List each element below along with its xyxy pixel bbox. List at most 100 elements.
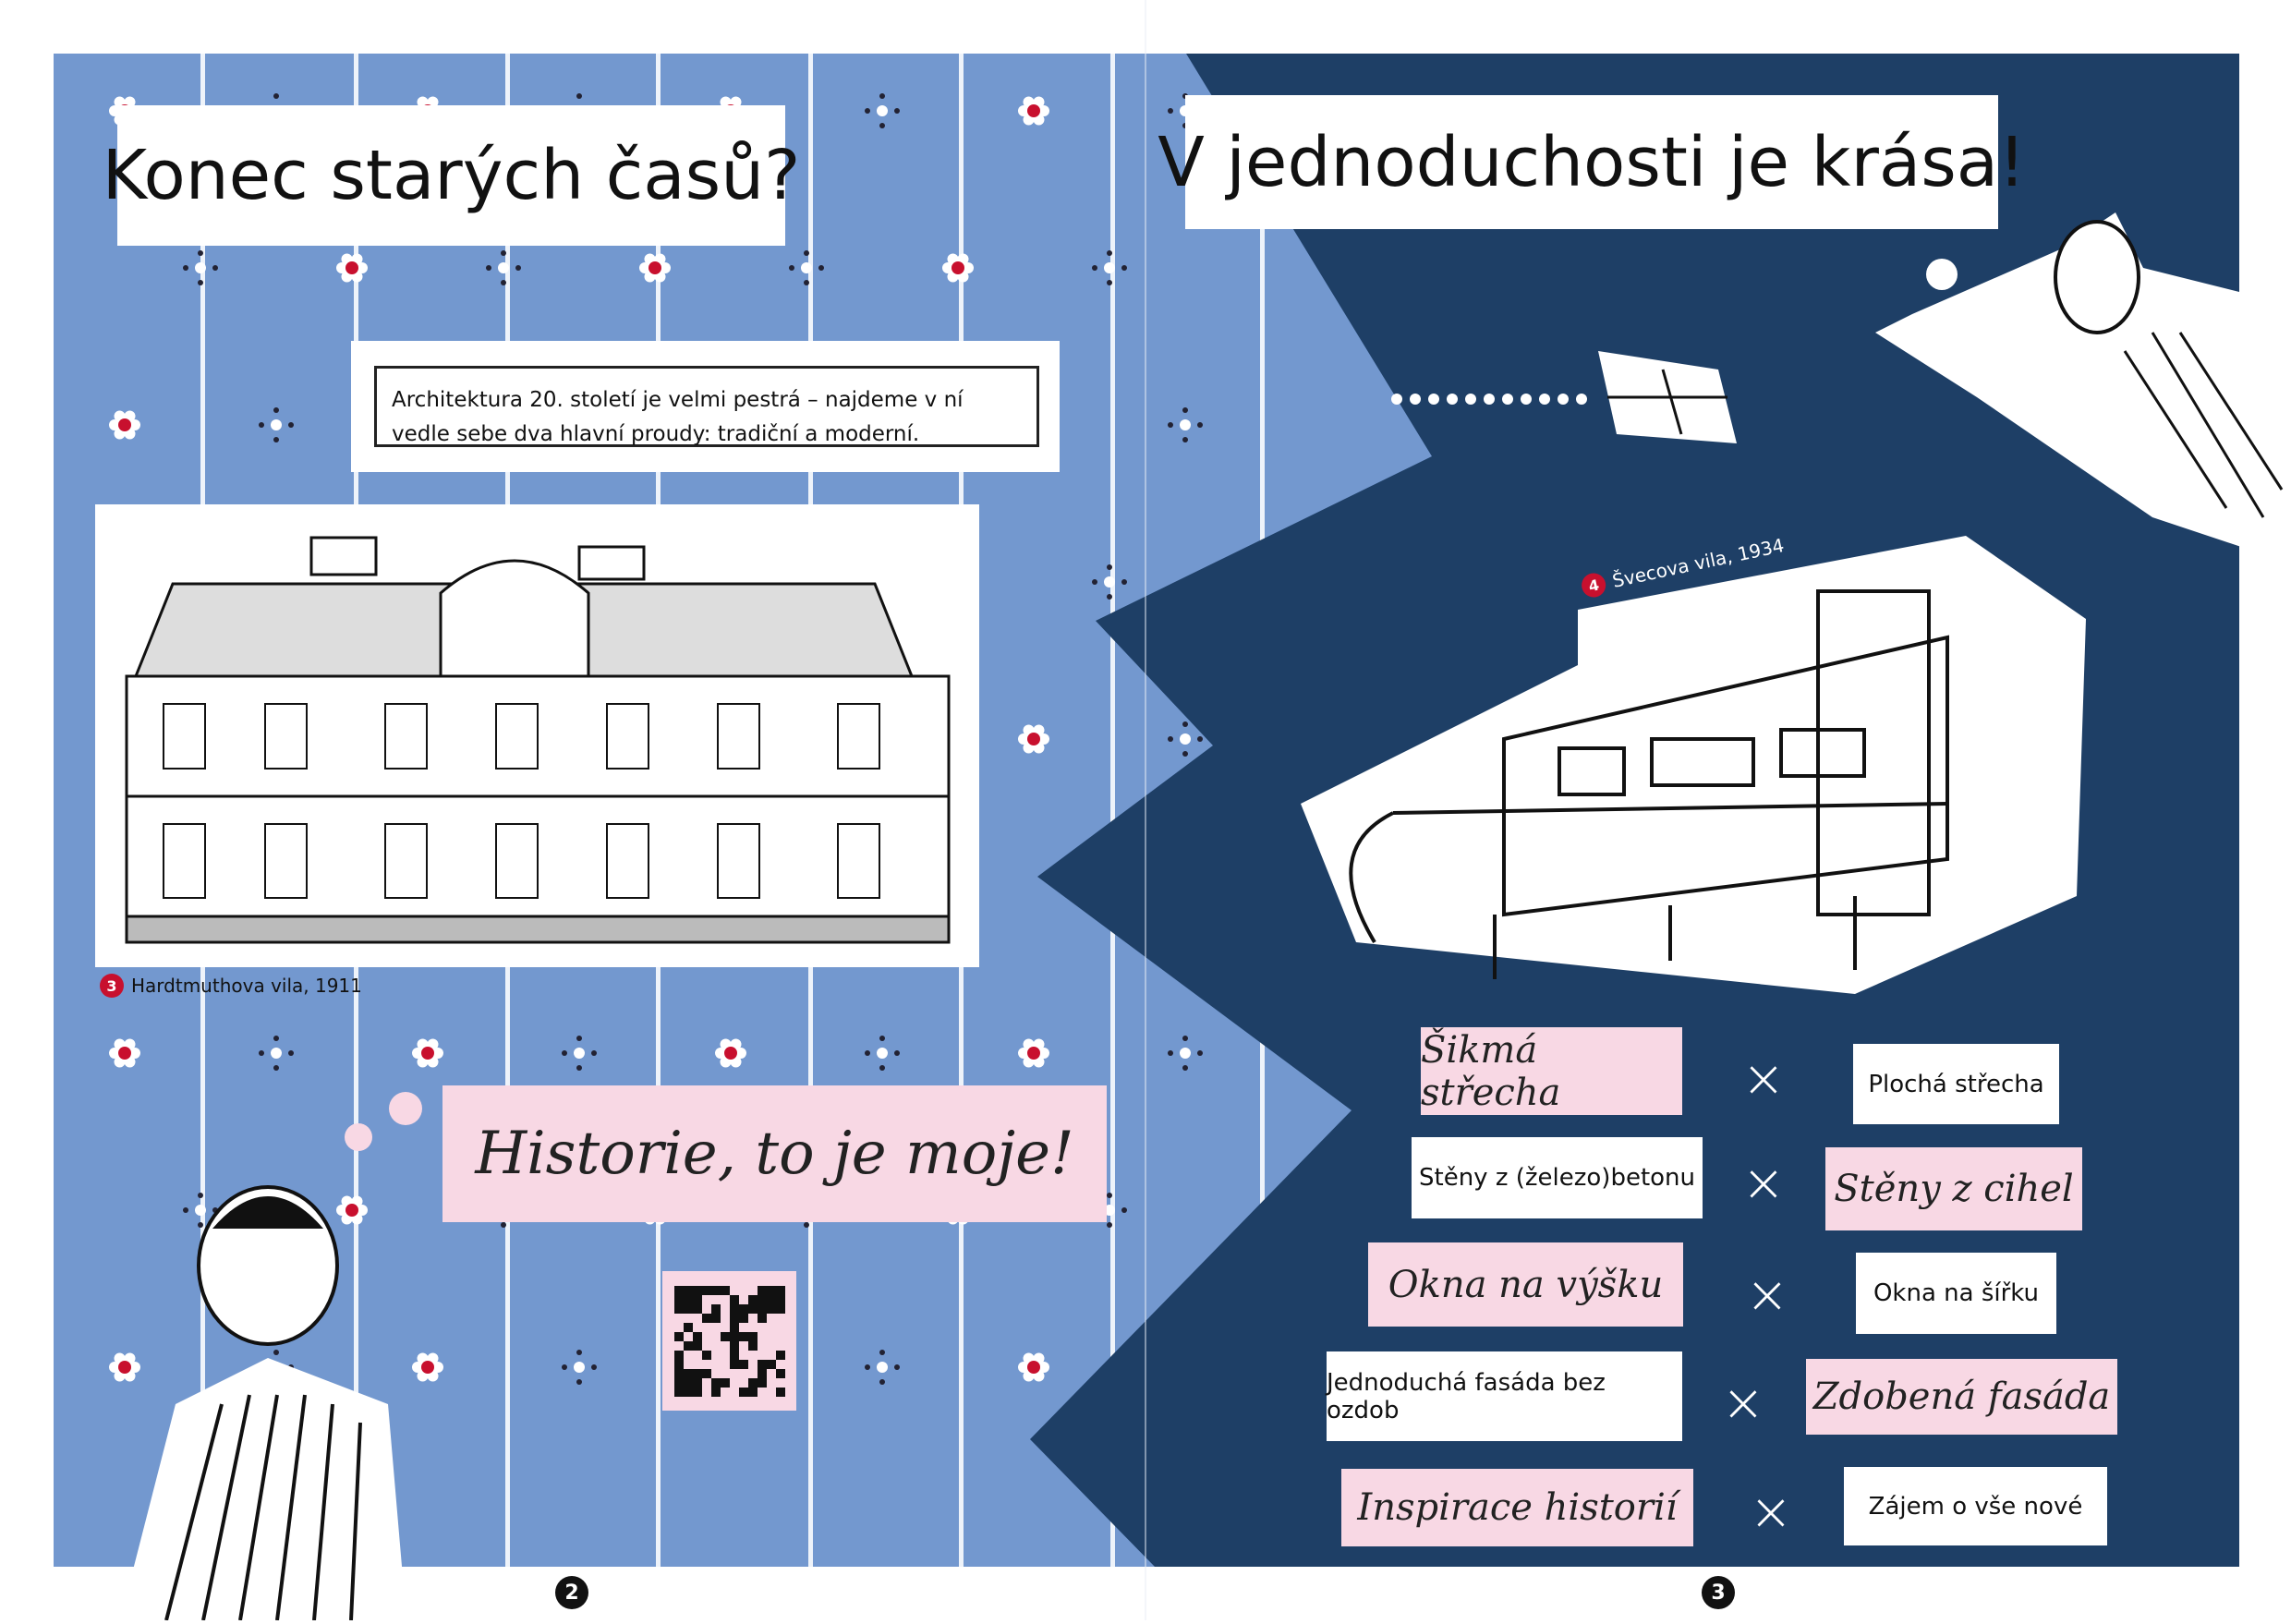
qr-module (683, 1340, 693, 1351)
flower-center (345, 1204, 358, 1217)
qr-module (673, 1387, 684, 1397)
trait-text: Zájem o vše nové (1868, 1492, 2083, 1521)
window (836, 822, 880, 899)
trait-text: Plochá střecha (1868, 1070, 2044, 1098)
flower-petal (129, 1048, 140, 1059)
traditional-trait-card: Stěny z cihel (1825, 1147, 2082, 1230)
flower-petal (432, 1362, 443, 1373)
dot (1182, 751, 1188, 757)
window (162, 822, 206, 899)
qr-module (738, 1359, 748, 1369)
flower-center (118, 418, 131, 431)
figure-number-badge: 3 (100, 974, 124, 998)
dot (271, 419, 282, 430)
qr-module (766, 1285, 776, 1295)
qr-module (766, 1359, 776, 1369)
dot (1092, 265, 1097, 271)
dot (894, 108, 900, 114)
flower-petal (412, 1362, 423, 1373)
flower-center (649, 261, 661, 274)
dot (877, 1362, 888, 1373)
flower-center (1027, 1361, 1040, 1374)
qr-module (683, 1294, 693, 1304)
dot (1197, 422, 1203, 428)
man-in-striped-suit-drawing (120, 1185, 406, 1621)
dot (198, 1222, 203, 1228)
qr-module (729, 1313, 739, 1323)
modern-man-illustration (1875, 212, 2291, 564)
qr-module (766, 1294, 776, 1304)
qr-module (710, 1313, 721, 1323)
flower-petal (1038, 733, 1049, 745)
versus-cross-icon: × (1741, 1153, 1786, 1214)
qr-module (729, 1294, 739, 1304)
flower-petal (1038, 1362, 1049, 1373)
window (836, 702, 880, 770)
window (162, 702, 206, 770)
dot (501, 1222, 506, 1228)
flower-petal (1018, 733, 1029, 745)
qr-module (775, 1285, 785, 1295)
qr-module (757, 1377, 767, 1388)
qr-module (747, 1377, 758, 1388)
qr-module (673, 1285, 684, 1295)
qr-module (692, 1294, 702, 1304)
svec-villa-illustration (1301, 536, 2086, 994)
window (263, 822, 308, 899)
qr-module (738, 1387, 748, 1397)
page-number-left: 2 (555, 1576, 588, 1609)
traditional-trait-card: Inspirace historií (1341, 1469, 1693, 1546)
qr-module (710, 1303, 721, 1314)
dot (259, 422, 264, 428)
dot (1107, 1222, 1112, 1228)
qr-module (692, 1368, 702, 1378)
versus-cross-icon: × (1745, 1265, 1789, 1326)
dot (1182, 407, 1188, 413)
dot (198, 280, 203, 285)
dot (879, 1065, 885, 1071)
dot (1107, 250, 1112, 256)
modern-trait-card: Okna na šířku (1856, 1253, 2056, 1334)
qr-module (738, 1313, 748, 1323)
qr-module (766, 1303, 776, 1314)
dot (1104, 262, 1115, 273)
right-page-title: V jednoduchosti je krása! (1158, 122, 2026, 202)
dot (894, 1050, 900, 1056)
trail-dot (1576, 394, 1587, 405)
dot (591, 1050, 597, 1056)
modern-trait-card: Stěny z (železo)betonu (1412, 1137, 1703, 1218)
dot (877, 1048, 888, 1059)
dot (1168, 736, 1173, 742)
window (494, 702, 539, 770)
flower-petal (412, 1048, 423, 1059)
dot (1180, 1048, 1191, 1059)
stripe (1110, 54, 1115, 1567)
qr-module (692, 1331, 702, 1341)
qr-module (775, 1350, 785, 1360)
dot (894, 1364, 900, 1370)
dot (183, 1207, 188, 1213)
dot (804, 1222, 809, 1228)
qr-code-card[interactable] (662, 1271, 796, 1411)
left-title-card: Konec starých časů? (103, 105, 800, 246)
traditional-trait-card: Zdobená fasáda (1806, 1359, 2117, 1435)
flower-petal (1018, 105, 1029, 116)
modernist-villa-drawing (1349, 589, 1949, 979)
qr-module (692, 1387, 702, 1397)
trait-text: Stěny z (železo)betonu (1419, 1164, 1695, 1192)
qr-module (757, 1294, 767, 1304)
left-page-title: Konec starých časů? (102, 136, 801, 215)
hardtmuth-caption: 3 Hardtmuthova vila, 1911 (100, 974, 362, 998)
flower-center (1027, 1047, 1040, 1060)
qr-code[interactable] (673, 1285, 785, 1397)
airplane-illustration (1391, 351, 1737, 443)
qr-module (757, 1368, 767, 1378)
flower-petal (660, 262, 671, 273)
qr-module (757, 1285, 767, 1295)
traditional-trait-card: Šikmá střecha (1421, 1027, 1682, 1115)
flower-petal (357, 1205, 368, 1216)
qr-module (710, 1285, 721, 1295)
dot (879, 1350, 885, 1355)
qr-module (673, 1294, 684, 1304)
trail-dot (1484, 394, 1495, 405)
